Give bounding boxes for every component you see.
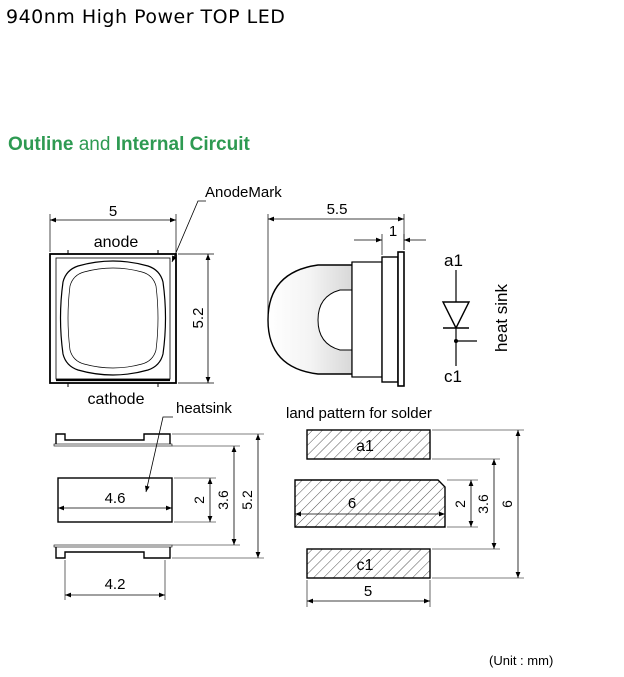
bottom-view-inner-height-label: 3.6: [215, 490, 231, 510]
top-view: [49, 200, 214, 387]
land-pad-a1: [306, 429, 431, 460]
diode-icon: [441, 301, 471, 330]
land-center-height-label: 2: [452, 500, 468, 508]
land-pad-c1: [306, 548, 431, 579]
anode-mark-leader: [171, 200, 206, 263]
section-title-and: and: [78, 134, 111, 155]
land-pad-center: [294, 479, 446, 528]
section-title-outline: Outline: [8, 134, 74, 155]
top-view-height-label: 5.2: [190, 308, 207, 329]
land-inner-height-label: 3.6: [475, 494, 491, 514]
side-view-body: [351, 261, 383, 378]
side-view-lens-inner: [317, 289, 352, 351]
bottom-view-pad-height-label: 2: [191, 496, 207, 504]
land-total-height-label: 6: [499, 500, 515, 508]
top-view-body: [49, 253, 177, 384]
side-view-flange: [381, 256, 399, 383]
bottom-view: [53, 416, 264, 600]
anode-mark-label: AnodeMark: [205, 184, 282, 201]
bottom-view-bottom-terminal-edge: [53, 544, 173, 548]
land-pad-a1-label: a1: [356, 438, 374, 455]
top-view-frame: [55, 257, 171, 380]
bottom-view-terminal-width-label: 4.2: [105, 576, 126, 593]
circuit-cathode-label: c1: [444, 367, 462, 386]
side-view-length-label: 5.5: [327, 201, 348, 218]
bottom-view-heatsink-pad: [57, 477, 173, 523]
top-view-width-label: 5: [109, 203, 117, 220]
heatsink-label: heatsink: [176, 400, 232, 417]
side-view: [267, 214, 426, 387]
top-view-lens: [59, 260, 167, 376]
side-view-heatsink: [397, 251, 405, 387]
land-pad-c1-label: c1: [357, 557, 374, 574]
land-pad-width-label: 5: [364, 583, 372, 600]
bottom-view-pad-width-label: 4.6: [105, 490, 126, 507]
unit-note: (Unit : mm): [489, 653, 554, 668]
top-view-lens-inner: [67, 267, 159, 369]
bottom-view-total-height-label: 5.2: [239, 490, 255, 510]
page-title: 940nm High Power TOP LED: [6, 6, 286, 28]
land-pattern-title: land pattern for solder: [286, 405, 432, 422]
bottom-view-top-terminal: [55, 433, 171, 444]
heatsink-leader: [144, 416, 173, 493]
anode-label: anode: [94, 234, 139, 251]
bottom-view-top-terminal-edge: [53, 443, 173, 447]
internal-circuit: [441, 270, 477, 366]
bottom-view-bottom-terminal: [55, 547, 171, 559]
land-pattern: [294, 429, 524, 607]
heat-sink-label: heat sink: [492, 283, 511, 352]
land-center-width-label: 6: [348, 495, 356, 512]
circuit-junction-dot: [454, 339, 458, 343]
side-view-flange-label: 1: [389, 223, 397, 240]
section-title-internal-circuit: Internal Circuit: [115, 134, 250, 155]
section-title: Outline and Internal Circuit: [8, 134, 250, 156]
cathode-label: cathode: [88, 391, 145, 408]
circuit-anode-label: a1: [444, 251, 463, 270]
